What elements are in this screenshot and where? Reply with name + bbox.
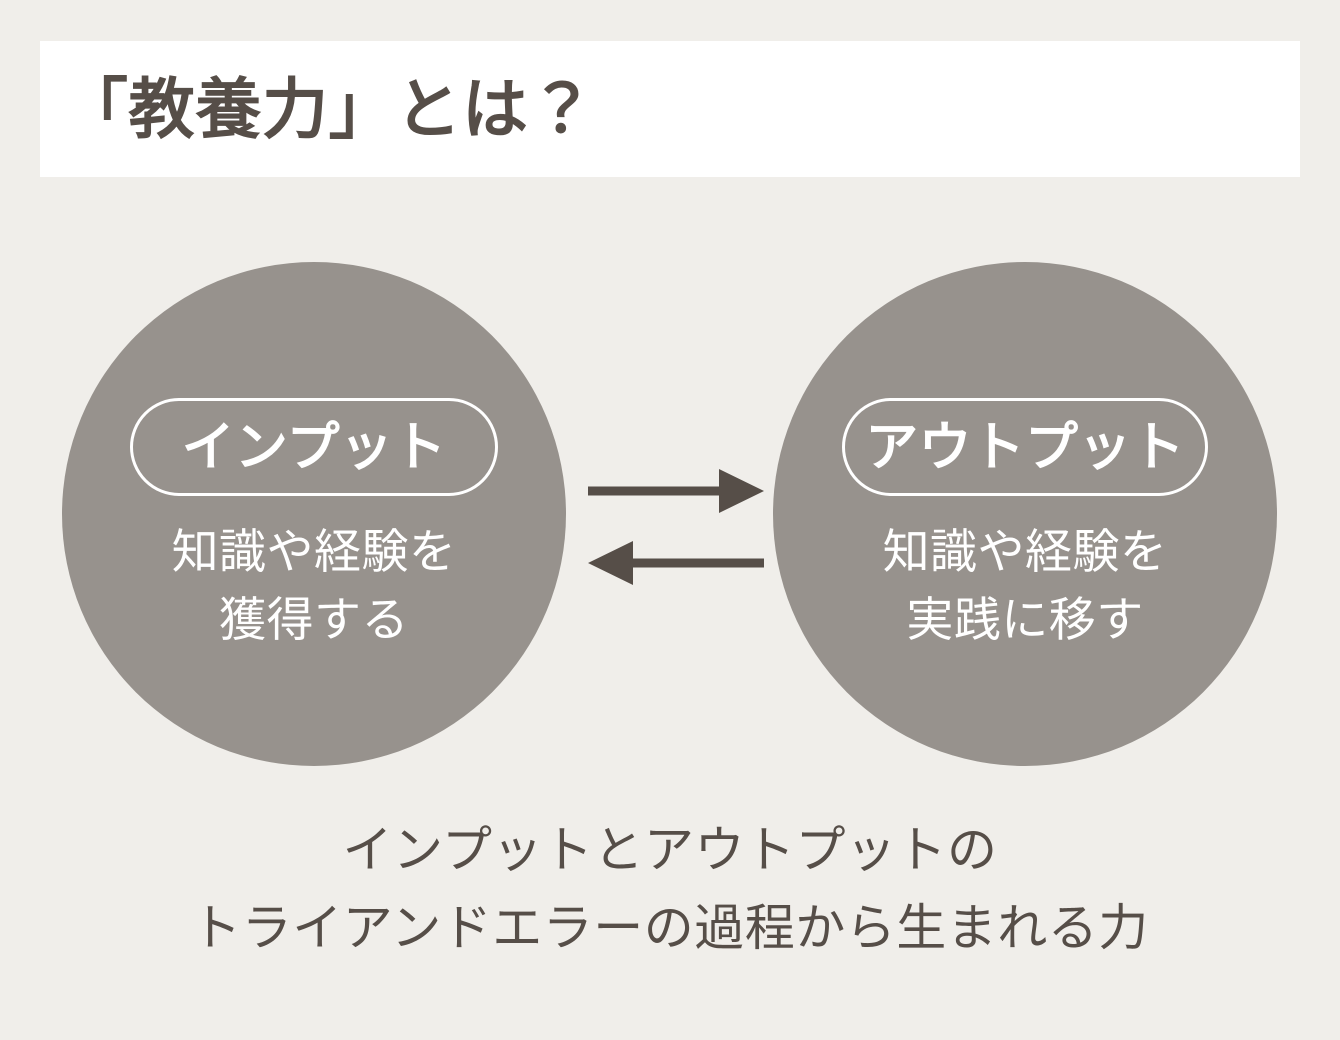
input-description-line-1: 知識や経験を [171, 525, 457, 578]
input-pill: インプット [130, 398, 498, 496]
arrow-left-icon [588, 541, 764, 585]
title-banner: 「教養力」とは？ [40, 41, 1300, 177]
caption-line-2: トライアンドエラーの過程から生まれる力 [191, 899, 1149, 956]
output-pill: アウトプット [842, 398, 1208, 496]
input-pill-label: インプット [181, 417, 447, 477]
arrow-right-icon [588, 469, 764, 513]
input-description: 知識や経験を 獲得する [172, 518, 457, 654]
caption-line-1: インプットとアウトプットの [342, 822, 998, 878]
input-description-line-2: 獲得する [219, 593, 409, 647]
page-title: 「教養力」とは？ [62, 72, 596, 146]
caption: インプットとアウトプットの トライアンドエラーの過程から生まれる力 [0, 812, 1340, 967]
output-pill-label: アウトプット [865, 417, 1185, 477]
output-description-line-1: 知識や経験を [882, 525, 1168, 578]
output-description-line-2: 実践に移す [906, 593, 1144, 647]
diagram-node-input: インプット 知識や経験を 獲得する [62, 262, 566, 766]
diagram-node-output: アウトプット 知識や経験を 実践に移す [773, 262, 1277, 766]
output-description: 知識や経験を 実践に移す [883, 518, 1168, 654]
